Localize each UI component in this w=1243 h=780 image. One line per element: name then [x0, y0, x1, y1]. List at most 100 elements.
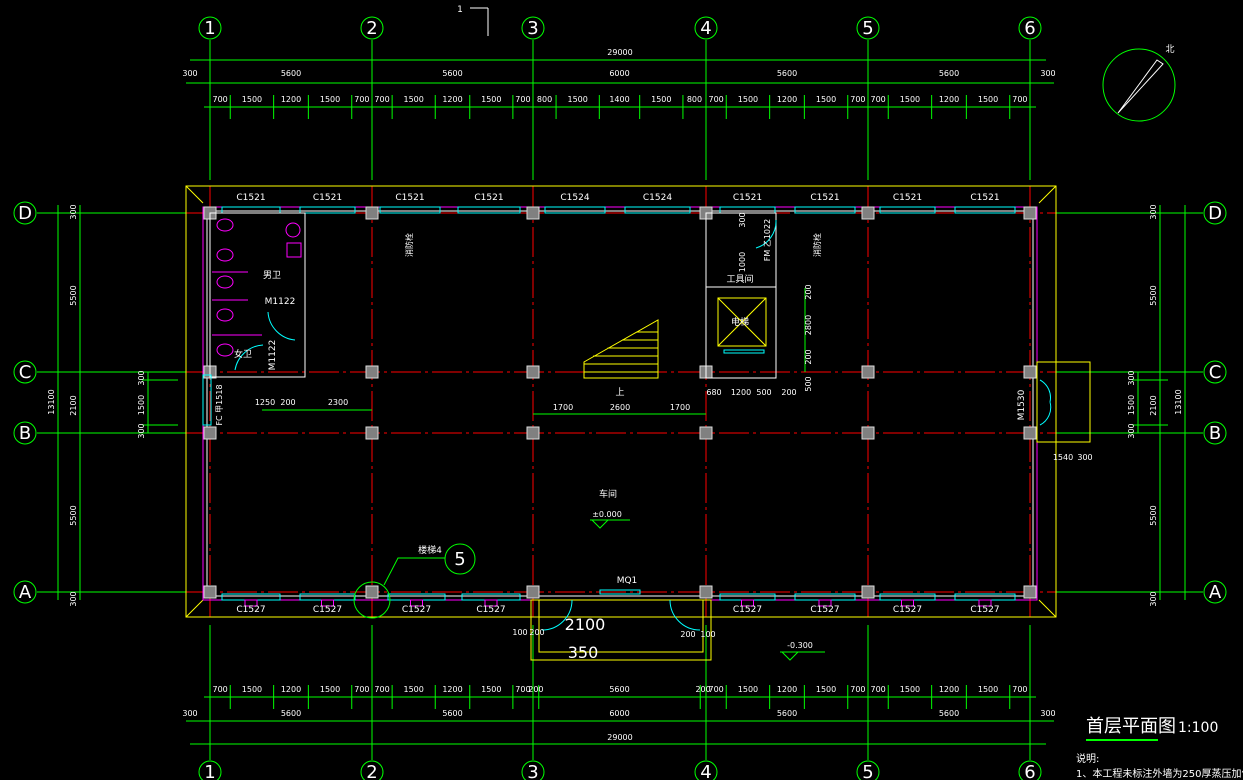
room-label-womens-wc: 女卫	[234, 348, 252, 360]
title-scale: 1:100	[1178, 720, 1219, 736]
column	[861, 365, 875, 379]
corner	[1038, 599, 1057, 618]
door-label-fire: FM 乙1022	[763, 219, 772, 261]
window-bottom	[299, 593, 356, 601]
north-arrow-circle	[1102, 48, 1176, 122]
window-bottom	[461, 593, 521, 601]
door-swing	[267, 311, 296, 341]
dim-text: 700	[708, 685, 723, 694]
column	[203, 426, 217, 440]
outer-outline	[185, 185, 1057, 618]
window-label-top: C1521	[395, 193, 424, 203]
dim-text: 1400	[609, 95, 629, 104]
window-bottom	[794, 593, 856, 601]
dim-text: 5500	[69, 285, 78, 305]
window-label-top: C1521	[733, 193, 762, 203]
dim-text: 700	[1012, 95, 1027, 104]
dim-text: 1200	[442, 685, 462, 694]
fire-window	[202, 374, 212, 426]
dim-text: 200	[781, 388, 796, 397]
dim-text: 1200	[281, 95, 301, 104]
dim-text: 5500	[69, 505, 78, 525]
stair	[583, 319, 659, 379]
axis-label-A: A	[1209, 582, 1222, 603]
dim-text: 1500	[978, 95, 998, 104]
dim-text: 300	[69, 591, 78, 606]
axis-bubble	[13, 421, 37, 445]
axis-bubble	[1018, 16, 1042, 40]
column	[526, 426, 540, 440]
dim-text: 300	[1040, 69, 1055, 78]
room-label-elevator: 电梯	[731, 316, 749, 328]
section-mark: 1	[457, 5, 463, 15]
dim-text: 200	[680, 630, 695, 639]
toilet-fixture	[216, 248, 234, 262]
dim-text: 2600	[610, 403, 630, 412]
axis-label-4: 4	[700, 762, 711, 780]
dim-text: 1000	[738, 252, 747, 272]
axis-label-B: B	[1209, 423, 1221, 444]
axis-bubble	[521, 760, 545, 780]
column	[365, 426, 379, 440]
dim-text: 1500	[738, 685, 758, 694]
dim-text: 100	[700, 630, 715, 639]
dim-text: 700	[515, 685, 530, 694]
axis-label-6: 6	[1024, 762, 1035, 780]
axis-label-2: 2	[366, 18, 377, 39]
dim-text: 700	[708, 95, 723, 104]
column	[861, 206, 875, 220]
axis-bubble	[694, 16, 718, 40]
corner	[1038, 185, 1057, 204]
dim-text: 2800	[804, 315, 813, 335]
dim-text: 300	[137, 423, 146, 438]
dim-text: 1250	[255, 398, 275, 407]
column	[1023, 206, 1037, 220]
dim-text: 300	[182, 709, 197, 718]
dim-text: 1500	[568, 95, 588, 104]
window-label-top: C1521	[313, 193, 342, 203]
dim-text: 800	[537, 95, 552, 104]
dim-text: 700	[212, 95, 227, 104]
dim-text: 1500	[242, 685, 262, 694]
axis-label-D: D	[1208, 203, 1222, 224]
axis-label-A: A	[19, 582, 32, 603]
corner	[185, 599, 204, 618]
elevator-door	[723, 349, 765, 354]
column	[526, 585, 540, 599]
dim-text: 1500	[651, 95, 671, 104]
column	[1023, 365, 1037, 379]
dim-total-vertical: 13100	[1174, 389, 1183, 414]
dim-text: 6000	[609, 69, 629, 78]
dim-text: 300	[69, 204, 78, 219]
dim-text: 5600	[939, 69, 959, 78]
column	[699, 585, 713, 599]
window-label-top: C1521	[236, 193, 265, 203]
window-label-top: C1524	[643, 193, 672, 203]
dim-text: 1700	[670, 403, 690, 412]
axis-label-1: 1	[204, 762, 215, 780]
dim-text: 5600	[939, 709, 959, 718]
dim-text: 1500	[404, 685, 424, 694]
window-top	[879, 206, 936, 214]
dim-text: 5600	[777, 709, 797, 718]
axis-label-5: 5	[862, 762, 873, 780]
dim-text: 300	[1149, 591, 1158, 606]
axis-bubble	[521, 16, 545, 40]
column	[203, 585, 217, 599]
window-label-bottom: C1527	[313, 605, 342, 615]
column	[365, 365, 379, 379]
axis-label-3: 3	[527, 762, 538, 780]
dim-text: 200	[528, 685, 543, 694]
axis-bubble	[856, 16, 880, 40]
axis-bubble	[198, 760, 222, 780]
elevation-marker	[780, 651, 825, 661]
dim-text: 300	[137, 370, 146, 385]
dim-text: 300	[182, 69, 197, 78]
column	[861, 426, 875, 440]
dim-text: 700	[212, 685, 227, 694]
door-label-main: MQ1	[617, 576, 638, 586]
column	[1023, 585, 1037, 599]
